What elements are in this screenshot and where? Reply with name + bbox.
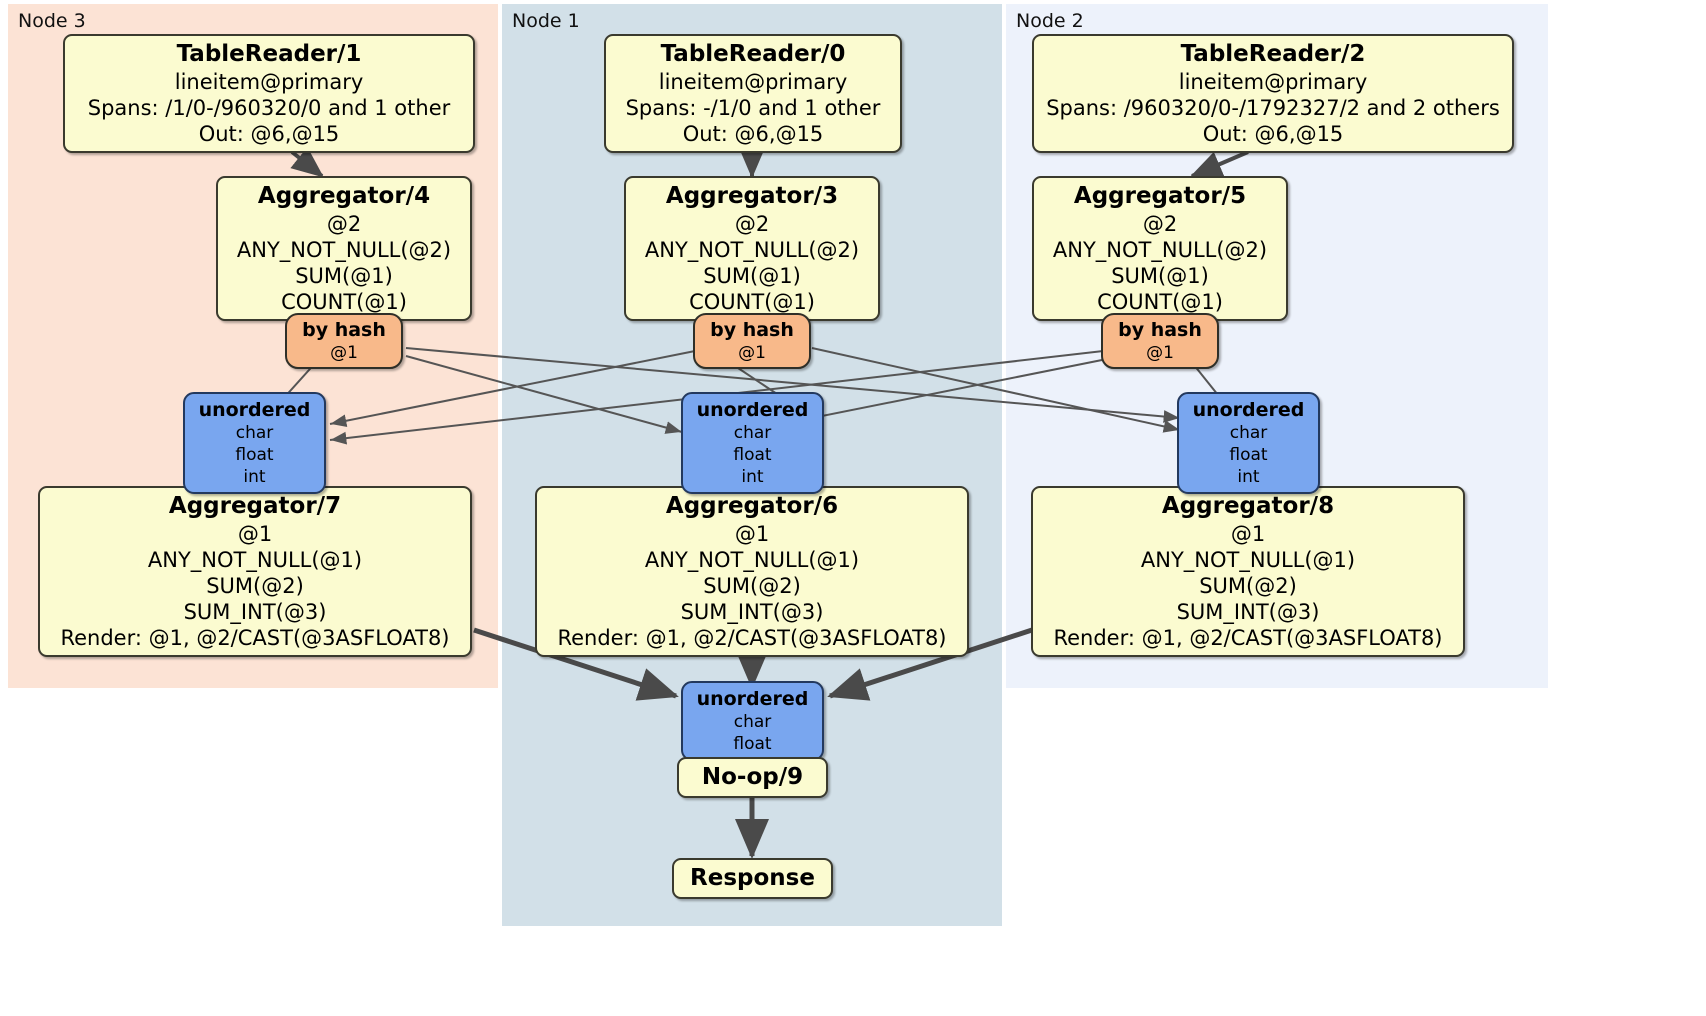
processor-aggregator-4[interactable]: Aggregator/4 @2 ANY_NOT_NULL(@2) SUM(@1)… — [216, 176, 472, 321]
processor-aggregator-6[interactable]: Aggregator/6 @1 ANY_NOT_NULL(@1) SUM(@2)… — [535, 486, 969, 657]
processor-title: TableReader/1 — [176, 41, 362, 67]
stream-type-2: float — [733, 734, 772, 754]
processor-title: TableReader/0 — [660, 41, 846, 67]
processor-agg-3: COUNT(@1) — [281, 290, 407, 314]
processor-group-col: @2 — [1142, 212, 1178, 236]
node-panel-label: Node 1 — [512, 10, 580, 32]
processor-group-col: @1 — [734, 522, 770, 546]
output-router-by-hash-3[interactable]: by hash @1 — [693, 313, 811, 369]
processor-table: lineitem@primary — [658, 70, 848, 94]
processor-agg-2: SUM(@2) — [206, 574, 304, 598]
processor-agg-1: ANY_NOT_NULL(@2) — [236, 238, 452, 262]
processor-group-col: @1 — [237, 522, 273, 546]
stream-type-1: char — [733, 423, 772, 443]
processor-spans: Spans: /960320/0-/1792327/2 and 2 others — [1046, 96, 1500, 120]
processor-agg-2: SUM(@2) — [1199, 574, 1297, 598]
processor-render: Render: @1, @2/CAST(@3ASFLOAT8) — [1053, 626, 1443, 650]
processor-out: Out: @6,@15 — [682, 122, 824, 146]
processor-title: No-op/9 — [701, 764, 804, 790]
processor-agg-3: COUNT(@1) — [1097, 290, 1223, 314]
processor-title: Aggregator/7 — [168, 493, 342, 519]
router-title: by hash — [710, 319, 794, 341]
processor-tablereader-2[interactable]: TableReader/2 lineitem@primary Spans: /9… — [1032, 34, 1514, 153]
processor-group-col: @1 — [1230, 522, 1266, 546]
processor-agg-1: ANY_NOT_NULL(@1) — [1140, 548, 1356, 572]
stream-unordered-receiver-8[interactable]: unordered char float int — [1177, 392, 1320, 494]
router-column: @1 — [330, 343, 358, 363]
processor-title: Aggregator/8 — [1161, 493, 1335, 519]
stream-type-3: int — [243, 467, 266, 487]
processor-agg-1: ANY_NOT_NULL(@2) — [1052, 238, 1268, 262]
processor-agg-3: SUM_INT(@3) — [1176, 600, 1320, 624]
processor-agg-3: SUM_INT(@3) — [183, 600, 327, 624]
processor-title: TableReader/2 — [1180, 41, 1366, 67]
processor-group-col: @2 — [326, 212, 362, 236]
processor-agg-2: SUM(@2) — [703, 574, 801, 598]
node-panel-label: Node 3 — [18, 10, 86, 32]
processor-aggregator-3[interactable]: Aggregator/3 @2 ANY_NOT_NULL(@2) SUM(@1)… — [624, 176, 880, 321]
stream-type-1: char — [733, 712, 772, 732]
stream-title: unordered — [696, 399, 809, 421]
processor-spans: Spans: -/1/0 and 1 other — [625, 96, 881, 120]
processor-tablereader-0[interactable]: TableReader/0 lineitem@primary Spans: -/… — [604, 34, 902, 153]
processor-table: lineitem@primary — [174, 70, 364, 94]
processor-out: Out: @6,@15 — [198, 122, 340, 146]
processor-response[interactable]: Response — [672, 858, 833, 899]
processor-out: Out: @6,@15 — [1202, 122, 1344, 146]
processor-agg-2: SUM(@1) — [703, 264, 801, 288]
stream-unordered-receiver-final[interactable]: unordered char float — [681, 681, 824, 761]
processor-title: Aggregator/4 — [257, 183, 431, 209]
stream-type-3: int — [741, 467, 764, 487]
processor-title: Aggregator/3 — [665, 183, 839, 209]
processor-agg-2: SUM(@1) — [295, 264, 393, 288]
stream-type-1: char — [1229, 423, 1268, 443]
router-column: @1 — [738, 343, 766, 363]
processor-agg-2: SUM(@1) — [1111, 264, 1209, 288]
processor-agg-1: ANY_NOT_NULL(@1) — [644, 548, 860, 572]
output-router-by-hash-4[interactable]: by hash @1 — [285, 313, 403, 369]
stream-unordered-receiver-7[interactable]: unordered char float int — [183, 392, 326, 494]
processor-render: Render: @1, @2/CAST(@3ASFLOAT8) — [60, 626, 450, 650]
stream-unordered-receiver-6[interactable]: unordered char float int — [681, 392, 824, 494]
router-title: by hash — [302, 319, 386, 341]
node-panel-label: Node 2 — [1016, 10, 1084, 32]
stream-title: unordered — [1192, 399, 1305, 421]
processor-group-col: @2 — [734, 212, 770, 236]
processor-agg-3: COUNT(@1) — [689, 290, 815, 314]
processor-title: Response — [690, 865, 815, 891]
stream-type-3: int — [1237, 467, 1260, 487]
processor-agg-1: ANY_NOT_NULL(@1) — [147, 548, 363, 572]
processor-aggregator-5[interactable]: Aggregator/5 @2 ANY_NOT_NULL(@2) SUM(@1)… — [1032, 176, 1288, 321]
router-title: by hash — [1118, 319, 1202, 341]
stream-title: unordered — [696, 688, 809, 710]
processor-table: lineitem@primary — [1178, 70, 1368, 94]
processor-spans: Spans: /1/0-/960320/0 and 1 other — [87, 96, 451, 120]
processor-render: Render: @1, @2/CAST(@3ASFLOAT8) — [557, 626, 947, 650]
stream-type-2: float — [235, 445, 274, 465]
processor-title: Aggregator/5 — [1073, 183, 1247, 209]
stream-type-2: float — [733, 445, 772, 465]
stream-type-1: char — [235, 423, 274, 443]
processor-tablereader-1[interactable]: TableReader/1 lineitem@primary Spans: /1… — [63, 34, 475, 153]
output-router-by-hash-5[interactable]: by hash @1 — [1101, 313, 1219, 369]
stream-title: unordered — [198, 399, 311, 421]
processor-aggregator-8[interactable]: Aggregator/8 @1 ANY_NOT_NULL(@1) SUM(@2)… — [1031, 486, 1465, 657]
processor-agg-3: SUM_INT(@3) — [680, 600, 824, 624]
processor-agg-1: ANY_NOT_NULL(@2) — [644, 238, 860, 262]
processor-aggregator-7[interactable]: Aggregator/7 @1 ANY_NOT_NULL(@1) SUM(@2)… — [38, 486, 472, 657]
router-column: @1 — [1146, 343, 1174, 363]
processor-title: Aggregator/6 — [665, 493, 839, 519]
stream-type-2: float — [1229, 445, 1268, 465]
processor-no-op-9[interactable]: No-op/9 — [677, 757, 828, 798]
